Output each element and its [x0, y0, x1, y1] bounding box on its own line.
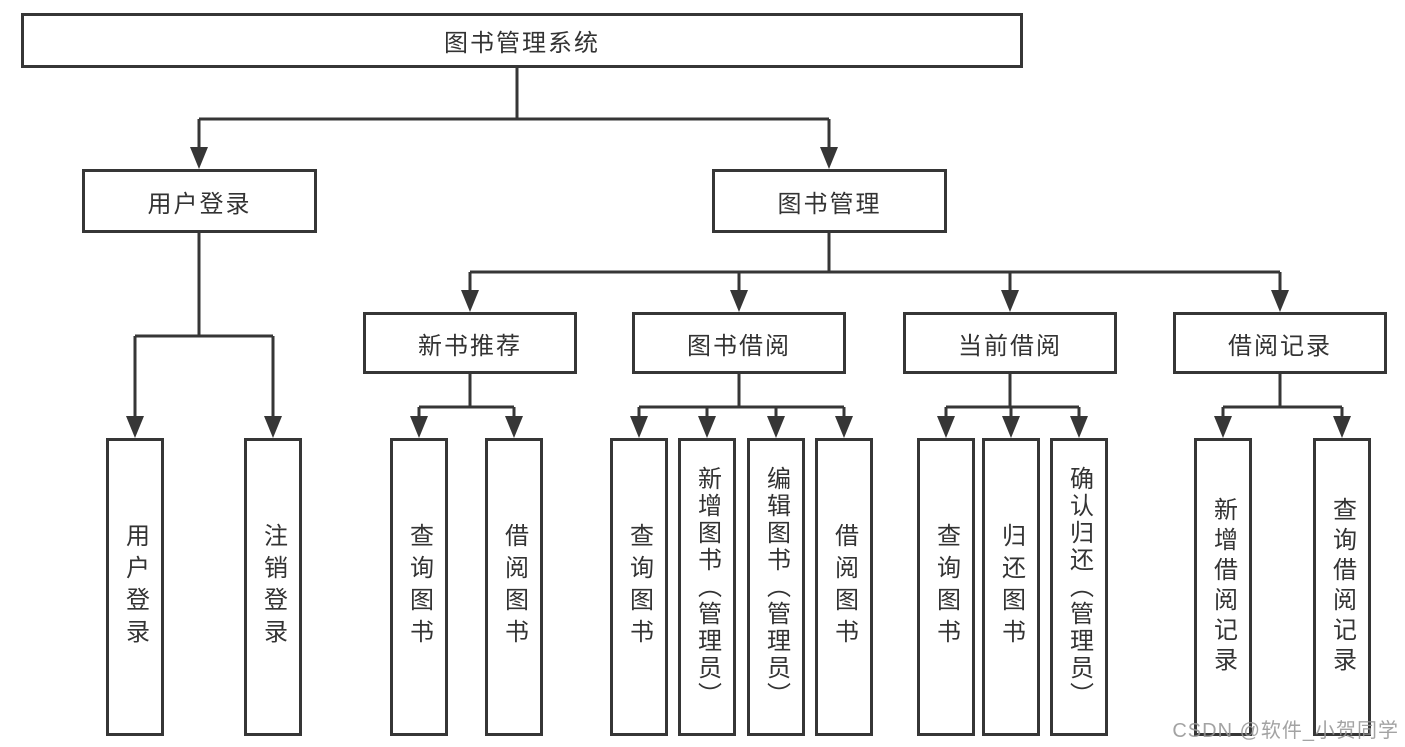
leaf-current-return-books: 归还图书: [982, 438, 1040, 736]
leaf-borrow-borrow-books: 借阅图书: [815, 438, 873, 736]
connector-userlogin-to-leaves: [126, 233, 282, 438]
leaf-records-add-record: 新增借阅记录: [1194, 438, 1252, 736]
watermark: CSDN @软件_小贺同学: [1172, 720, 1399, 742]
connector-borrow-to-leaves: [630, 374, 853, 438]
leaf-user-login: 用户登录: [106, 438, 164, 736]
node-borrow-records: 借阅记录: [1173, 312, 1387, 374]
leaf-current-query-books: 查询图书: [917, 438, 975, 736]
connector-newbooks-to-leaves: [410, 374, 523, 438]
connector-records-to-leaves: [1214, 374, 1351, 438]
connector-bookmgmt-to-level3: [461, 233, 1289, 312]
node-book-borrow: 图书借阅: [632, 312, 846, 374]
leaf-logout: 注销登录: [244, 438, 302, 736]
node-library-system: 图书管理系统: [21, 13, 1023, 68]
leaf-borrow-add-books-admin: 新增图书（管理员）: [678, 438, 736, 736]
node-user-login: 用户登录: [82, 169, 317, 233]
node-current-borrow: 当前借阅: [903, 312, 1117, 374]
node-new-book-recommend: 新书推荐: [363, 312, 577, 374]
leaf-records-query-record: 查询借阅记录: [1313, 438, 1371, 736]
leaf-newbooks-query-books: 查询图书: [390, 438, 448, 736]
leaf-borrow-query-books: 查询图书: [610, 438, 668, 736]
connector-current-to-leaves: [937, 374, 1088, 438]
leaf-borrow-edit-books-admin: 编辑图书（管理员）: [747, 438, 805, 736]
leaf-current-confirm-return-admin: 确认归还（管理员）: [1050, 438, 1108, 736]
leaf-newbooks-borrow-books: 借阅图书: [485, 438, 543, 736]
connector-root-to-level2: [190, 67, 838, 169]
node-book-management: 图书管理: [712, 169, 947, 233]
